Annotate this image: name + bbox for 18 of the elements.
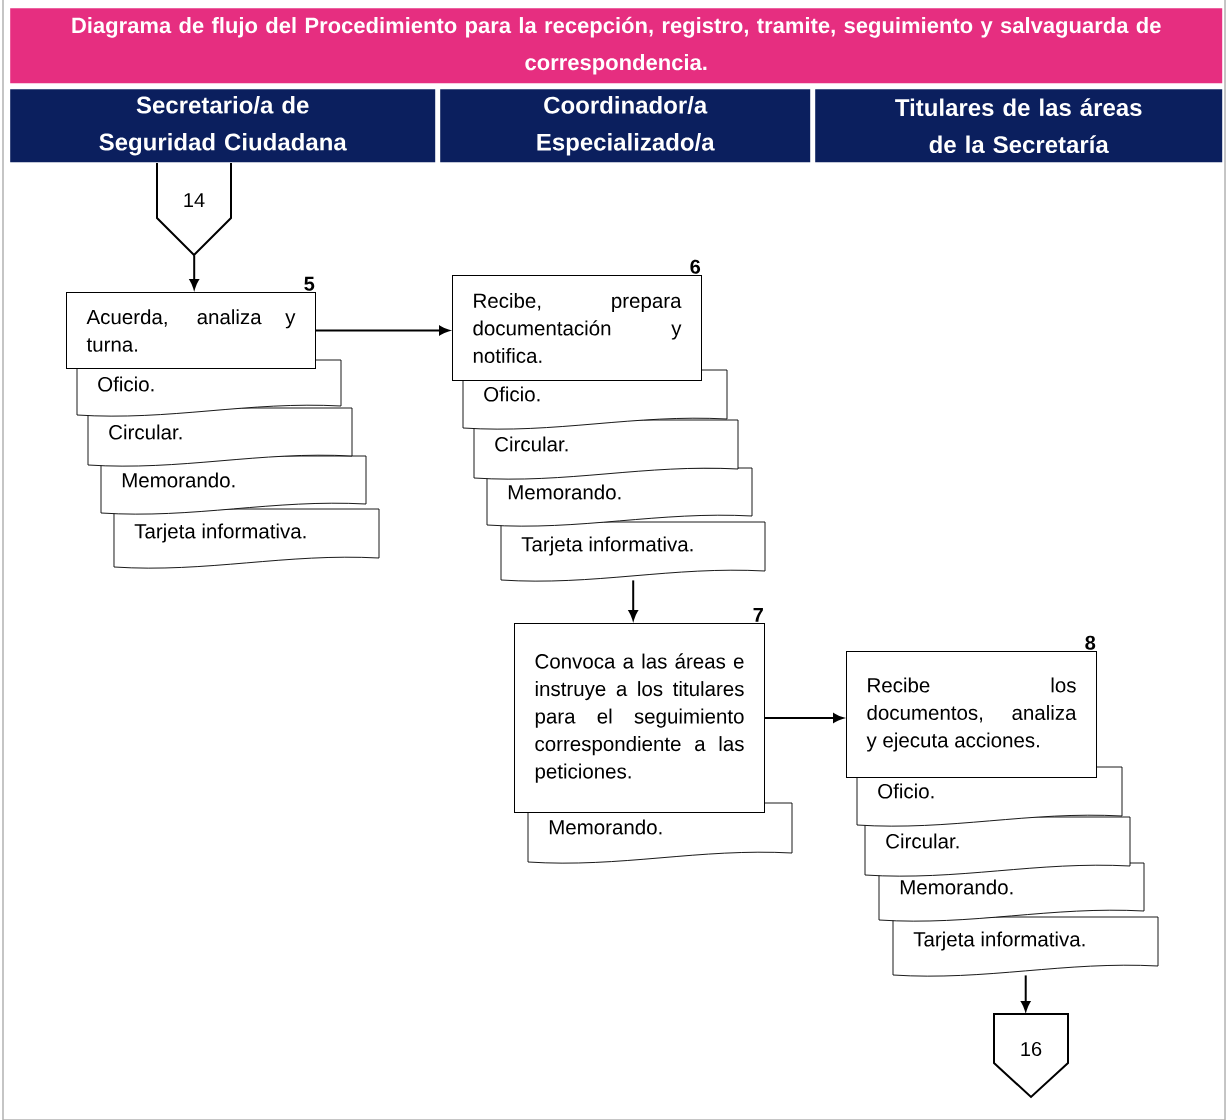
arrow	[1021, 974, 1031, 1012]
step-number: 8	[1085, 635, 1096, 650]
lane-header: Titulares de las áreas de la Secretaría	[815, 89, 1223, 163]
step-number: 5	[304, 276, 315, 291]
process-box: Recibe los documentos, analiza y ejecuta acciones.	[846, 651, 1097, 778]
lane-header: Secretario/a de Seguridad Ciudadana	[10, 89, 436, 163]
step-number: 7	[753, 608, 763, 622]
off-page-connector: 14	[156, 162, 232, 257]
step-number: 6	[690, 259, 701, 274]
lane-header: Coordinador/a Especializado/a	[440, 89, 811, 163]
arrow	[315, 325, 450, 336]
arrow	[189, 254, 199, 290]
off-page-connector: 16	[993, 1013, 1069, 1099]
title-banner: Diagrama de flujo del Procedimiento para la recepción, registro, tramite, seguimiento y salvaguarda de correspondencia.	[10, 8, 1223, 84]
process-box: Acuerda, analiza y turna.	[66, 292, 316, 369]
arrow	[628, 579, 638, 621]
process-box: Recibe, prepara documentación y notifica.	[452, 275, 702, 381]
arrow	[764, 713, 844, 723]
